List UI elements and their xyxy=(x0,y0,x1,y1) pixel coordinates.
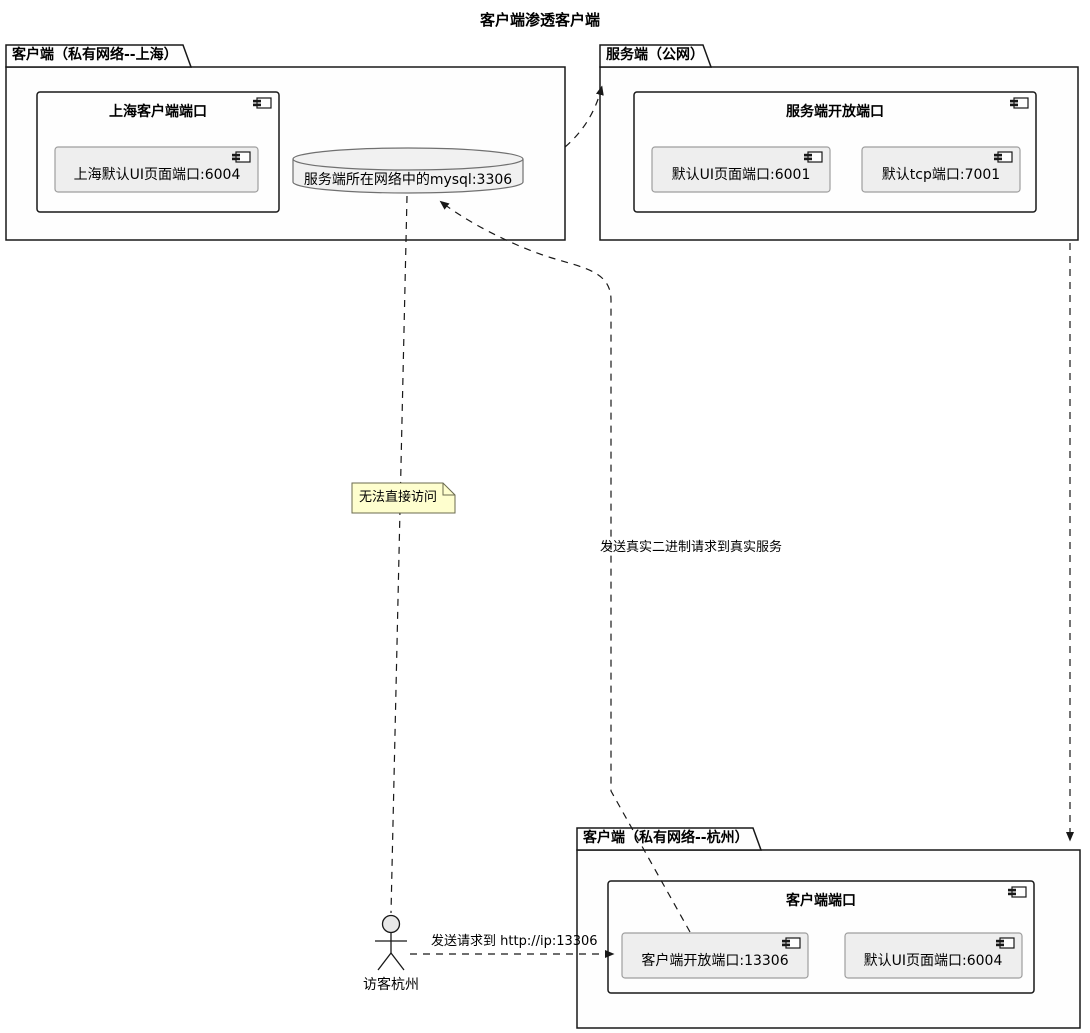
port-hangzhou-ui-6004 xyxy=(844,932,1023,979)
edge-visitor-to-mysql xyxy=(390,195,408,914)
package-client-hangzhou-tab xyxy=(576,827,763,851)
port-server-ui-6001 xyxy=(651,146,831,193)
component-icon xyxy=(804,151,823,163)
component-icon xyxy=(1008,886,1027,898)
port-label-server-tcp-7001: 默认tcp端口:7001 xyxy=(881,167,1001,183)
database-label: 服务端所在网络中的mysql:3306 xyxy=(303,172,513,188)
component-icon xyxy=(253,97,272,109)
edge-label-request: 发送请求到 http://ip:13306 xyxy=(431,934,598,949)
port-shanghai-ui-6004 xyxy=(54,146,259,193)
actor-label: 访客杭州 xyxy=(363,977,419,993)
edge-shanghai-to-server xyxy=(564,85,604,148)
note-text: 无法直接访问 xyxy=(359,490,438,505)
port-server-tcp-7001 xyxy=(861,146,1021,193)
diagram-title: 客户端渗透客户端 xyxy=(479,11,601,29)
port-hangzhou-open-13306 xyxy=(621,932,809,979)
mysql-database-cylinder xyxy=(292,147,524,194)
component-icon xyxy=(782,937,801,949)
package-label-server: 服务端（公网） xyxy=(606,47,704,63)
package-label-hangzhou: 客户端（私有网络--杭州） xyxy=(583,830,749,846)
note-cannot-access xyxy=(351,482,456,514)
component-icon xyxy=(996,937,1015,949)
component-icon xyxy=(232,151,251,163)
package-client-shanghai-tab xyxy=(5,44,193,68)
port-label-shanghai-ui-6004: 上海默认UI页面端口:6004 xyxy=(73,167,241,183)
package-label-shanghai: 客户端（私有网络--上海） xyxy=(12,47,178,63)
port-label-hangzhou-ui-6004: 默认UI页面端口:6004 xyxy=(863,953,1003,969)
package-server-public-tab xyxy=(599,44,713,68)
component-icon xyxy=(994,151,1013,163)
port-label-hangzhou-open-13306: 客户端开放端口:13306 xyxy=(641,953,789,969)
edge-13306-to-mysql xyxy=(439,200,691,933)
component-icon xyxy=(1010,97,1029,109)
component-title-hangzhou: 客户端端口 xyxy=(786,893,856,909)
component-title-shanghai: 上海客户端端口 xyxy=(109,104,207,120)
port-label-server-ui-6001: 默认UI页面端口:6001 xyxy=(671,167,811,183)
component-title-server: 服务端开放端口 xyxy=(786,104,884,120)
actor-visitor-hangzhou xyxy=(375,914,407,971)
edge-label-binary: 发送真实二进制请求到真实服务 xyxy=(600,540,783,555)
